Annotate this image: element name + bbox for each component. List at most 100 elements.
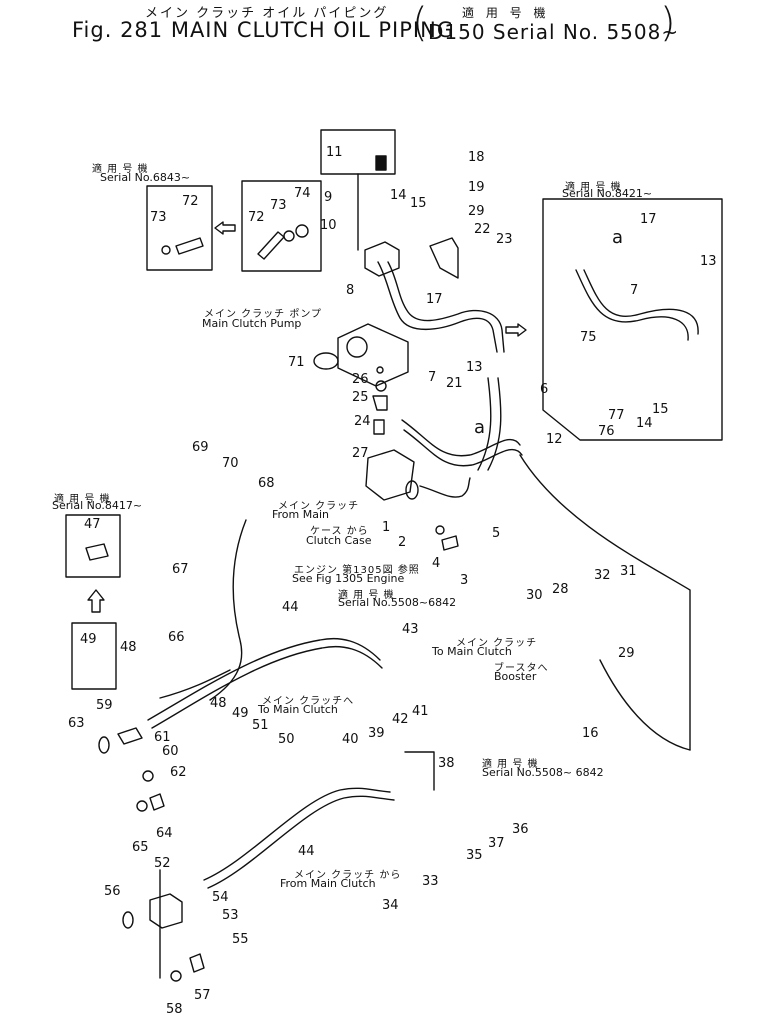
pipe-44b <box>151 645 383 729</box>
callout-63: 63 <box>68 716 85 731</box>
callout-3: 3 <box>460 573 469 588</box>
figure-title: Fig. 281 MAIN CLUTCH OIL PIPING <box>72 18 455 42</box>
callout-47: 47 <box>84 517 101 532</box>
serial-8417-jp: 適 用 号 機 <box>54 494 111 505</box>
callout-19: 19 <box>468 180 485 195</box>
pipe-7-right <box>575 269 689 341</box>
to-main-clutch-jp: メイン クラッチ <box>456 638 538 649</box>
callout-48-b: 48 <box>210 696 227 711</box>
callout-65: 65 <box>132 840 149 855</box>
callout-7-right: 7 <box>630 283 639 298</box>
callout-27: 27 <box>352 446 369 461</box>
hose-16b <box>599 659 691 751</box>
callout-13-right: 13 <box>700 254 717 269</box>
callout-71: 71 <box>288 355 305 370</box>
part-11-cap <box>375 155 387 171</box>
callout-70: 70 <box>222 456 239 471</box>
callout-73: 73 <box>150 210 167 225</box>
callout-17: 17 <box>426 292 443 307</box>
part-3-bolt <box>441 535 459 551</box>
callout-69: 69 <box>192 440 209 455</box>
bracket-17 <box>429 237 459 279</box>
callout-29-b: 29 <box>618 646 635 661</box>
callout-39: 39 <box>368 726 385 741</box>
callout-23: 23 <box>496 232 513 247</box>
callout-16: 16 <box>582 726 599 741</box>
callout-26: 26 <box>352 372 369 387</box>
serial-8417: Serial No.8417~ <box>52 499 143 512</box>
callout-58: 58 <box>166 1002 183 1017</box>
ref-a-left: a <box>474 417 486 438</box>
callout-21: 21 <box>446 376 463 391</box>
part-59 <box>117 727 143 745</box>
callout-24: 24 <box>354 414 371 429</box>
serial-5508-mid: Serial No.5508~6842 <box>338 596 457 609</box>
callout-53: 53 <box>222 908 239 923</box>
callout-72-b: 72 <box>248 210 265 225</box>
callout-57: 57 <box>194 988 211 1003</box>
hose-16 <box>519 454 691 751</box>
clutch-case-label: Clutch Case <box>306 534 372 547</box>
callout-32: 32 <box>594 568 611 583</box>
pipe-6b <box>487 377 502 471</box>
callout-49: 49 <box>80 632 97 647</box>
callout-29: 29 <box>468 204 485 219</box>
main-clutch-pump-jp: メイン クラッチ ポンプ <box>204 309 323 320</box>
callout-1: 1 <box>382 520 391 535</box>
callout-25: 25 <box>352 390 369 405</box>
callout-14-right: 14 <box>636 416 653 431</box>
callout-74: 74 <box>294 186 311 201</box>
callout-18: 18 <box>468 150 485 165</box>
callout-43: 43 <box>402 622 419 637</box>
callout-66: 66 <box>168 630 185 645</box>
callout-44: 44 <box>282 600 299 615</box>
hollow-arrow-left <box>214 221 236 235</box>
booster-label: Booster <box>494 670 537 683</box>
callout-13: 13 <box>466 360 483 375</box>
callout-67: 67 <box>172 562 189 577</box>
callout-49-b: 49 <box>232 706 249 721</box>
callout-55: 55 <box>232 932 249 947</box>
box-serial-5508-lower <box>404 751 435 791</box>
part-4-washer <box>435 525 445 535</box>
callout-72: 72 <box>182 194 199 209</box>
callout-2: 2 <box>398 535 407 550</box>
pipe-7b <box>387 261 505 353</box>
part-5-elbow <box>419 477 471 498</box>
to-main-clutch2-label: To Main Clutch <box>258 703 338 716</box>
callout-68: 68 <box>258 476 275 491</box>
part-74-nut <box>295 224 309 238</box>
serial-8421: Serial No.8421~ <box>562 187 653 200</box>
pipe-7 <box>377 261 498 353</box>
callout-14: 14 <box>390 188 407 203</box>
callout-56: 56 <box>104 884 121 899</box>
pipe-44 <box>147 637 381 721</box>
callout-38: 38 <box>438 756 455 771</box>
part-65-washer <box>136 800 148 812</box>
callout-5: 5 <box>492 526 501 541</box>
callout-9: 9 <box>324 190 333 205</box>
callout-51: 51 <box>252 718 269 733</box>
callout-36: 36 <box>512 822 529 837</box>
serial-5508-low-jp: 適 用 号 機 <box>482 759 539 770</box>
callout-40: 40 <box>342 732 359 747</box>
callout-41: 41 <box>412 704 429 719</box>
callout-8: 8 <box>346 283 355 298</box>
part-73-washer <box>161 245 171 255</box>
callout-37: 37 <box>488 836 505 851</box>
title-japanese: メイン クラッチ オイル パイピング <box>145 6 389 21</box>
callout-42: 42 <box>392 712 409 727</box>
pipe-44-lower <box>203 787 391 881</box>
callout-22: 22 <box>474 222 491 237</box>
booster-jp: ブースタへ <box>494 663 549 674</box>
block-8 <box>364 241 400 277</box>
main-clutch-pump-label: Main Clutch Pump <box>202 317 302 330</box>
pipe-67 <box>209 519 247 701</box>
part-26 <box>376 366 384 374</box>
serial-5508-low: Serial No.5508~ 6842 <box>482 766 604 779</box>
pipe-12b <box>403 429 523 467</box>
part-1-flange <box>365 449 415 501</box>
part-25 <box>375 380 387 392</box>
callout-60: 60 <box>162 744 179 759</box>
callout-11: 11 <box>326 145 343 160</box>
